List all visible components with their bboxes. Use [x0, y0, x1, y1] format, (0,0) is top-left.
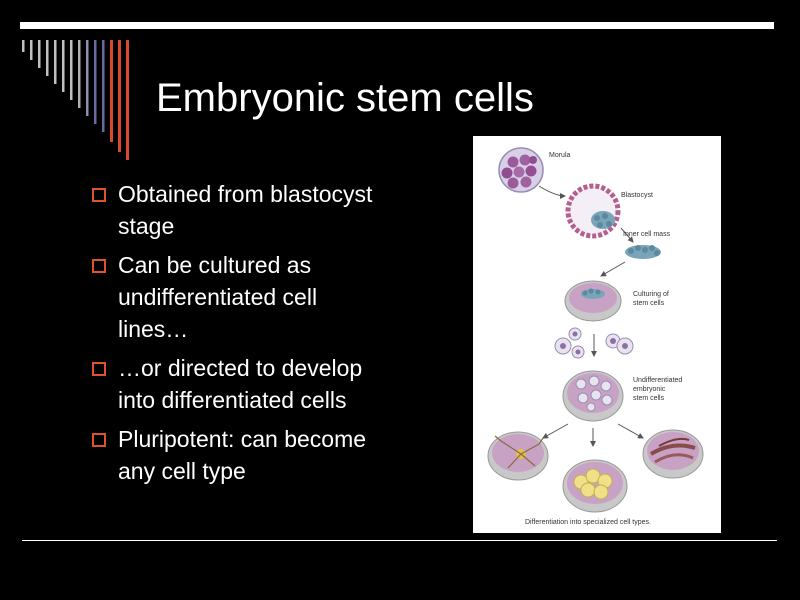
morula-illustration — [498, 147, 544, 193]
bullet-item: Can be cultured as undifferentiated cell… — [92, 249, 392, 345]
top-rule — [20, 22, 774, 29]
figure-caption: Differentiation into specialized cell ty… — [525, 519, 651, 526]
stem-cells-illustration — [554, 327, 634, 359]
decorative-stripes — [22, 40, 129, 160]
undifferentiated-label-line1: Undifferentiated — [633, 377, 682, 384]
culturing-label-line1: Culturing of — [633, 291, 669, 298]
bullet-item: Pluripotent: can become any cell type — [92, 423, 392, 487]
inner-cell-mass-label: Inner cell mass — [623, 231, 671, 238]
culture-dish-illustration — [564, 280, 622, 322]
square-bullet-icon — [92, 188, 106, 202]
neuron-dish-illustration — [487, 431, 549, 481]
slide-title: Embryonic stem cells — [156, 76, 534, 120]
bottom-rule — [22, 540, 777, 541]
stem-cell-diagram: Morula Blastocyst Inner cell mass — [473, 136, 721, 533]
undifferentiated-label-line3: stem cells — [633, 395, 665, 402]
culturing-label-line2: stem cells — [633, 300, 665, 307]
bullet-item: Obtained from blastocyst stage — [92, 178, 392, 242]
bullet-text: Pluripotent: can become any cell type — [118, 426, 367, 484]
square-bullet-icon — [92, 259, 106, 273]
blastocyst-illustration — [565, 183, 621, 239]
bullet-list: Obtained from blastocyst stage Can be cu… — [92, 178, 392, 494]
muscle-dish-illustration — [642, 429, 704, 479]
blastocyst-label: Blastocyst — [621, 192, 653, 199]
undifferentiated-dish-illustration — [562, 370, 624, 422]
bullet-text: Obtained from blastocyst stage — [118, 181, 373, 239]
bullet-item: …or directed to develop into differentia… — [92, 352, 392, 416]
bullet-text: Can be cultured as undifferentiated cell… — [118, 252, 318, 342]
bullet-text: …or directed to develop into differentia… — [118, 355, 363, 413]
morula-label: Morula — [549, 152, 571, 159]
inner-cell-mass-illustration — [625, 245, 661, 259]
square-bullet-icon — [92, 362, 106, 376]
undifferentiated-label-line2: embryonic — [633, 386, 666, 393]
square-bullet-icon — [92, 433, 106, 447]
yellow-cell-dish-illustration — [562, 459, 628, 513]
